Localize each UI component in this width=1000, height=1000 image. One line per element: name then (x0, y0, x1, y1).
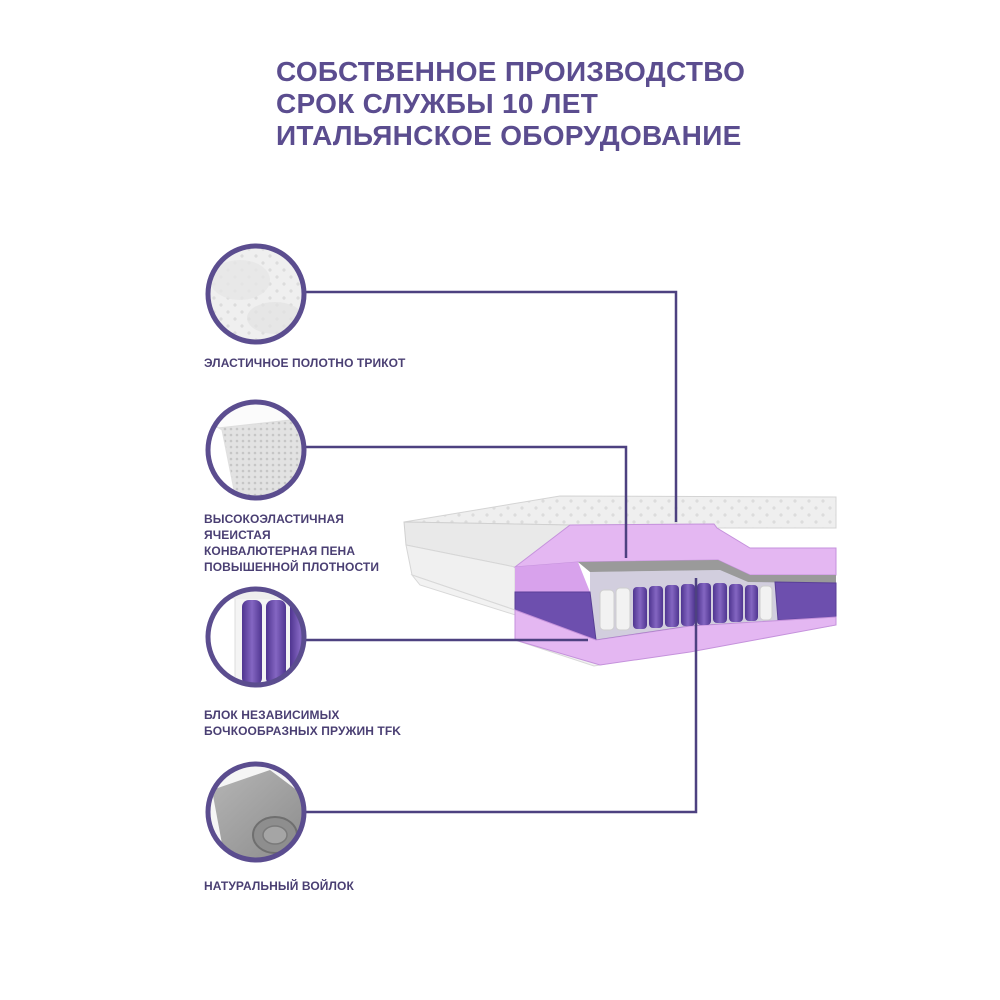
headline-line-2: СРОК СЛУЖБЫ 10 ЛЕТ (276, 88, 599, 119)
layer-label-line: ЭЛАСТИЧНОЕ ПОЛОТНО ТРИКОТ (204, 356, 406, 370)
spring-block (599, 583, 773, 631)
headline-line-3: ИТАЛЬЯНСКОЕ ОБОРУДОВАНИЕ (276, 120, 742, 151)
headline-line-1: СОБСТВЕННОЕ ПРОИЗВОДСТВО (276, 56, 746, 87)
layer-label-line: БЛОК НЕЗАВИСИМЫХ (204, 708, 340, 722)
layer-label-line: НАТУРАЛЬНЫЙ ВОЙЛОК (204, 879, 354, 893)
layer-label-felt: НАТУРАЛЬНЫЙ ВОЙЛОК (204, 878, 354, 894)
layer-label-line: БОЧКООБРАЗНЫХ ПРУЖИН TFK (204, 724, 402, 738)
foam-icon (205, 399, 307, 501)
layer-label-fabric: ЭЛАСТИЧНОЕ ПОЛОТНО ТРИКОТ (204, 355, 405, 371)
layer-label-springs: БЛОК НЕЗАВИСИМЫХ БОЧКООБРАЗНЫХ ПРУЖИН TF… (204, 707, 401, 739)
felt-roll-icon (205, 761, 307, 863)
headline: СОБСТВЕННОЕ ПРОИЗВОДСТВО СРОК СЛУЖБЫ 10 … (276, 56, 796, 152)
connector-lines (305, 290, 698, 814)
mattress (403, 495, 837, 667)
layer-label-line: ВЫСОКОЭЛАСТИЧНАЯ (204, 512, 344, 526)
springs-icon (205, 586, 307, 688)
layer-label-foam: ВЫСОКОЭЛАСТИЧНАЯ ЯЧЕИСТАЯ КОНВАЛЮТЕРНАЯ … (204, 511, 379, 575)
layer-label-line: ЯЧЕИСТАЯ (204, 528, 271, 542)
layer-label-line: ПОВЫШЕННОЙ ПЛОТНОСТИ (204, 560, 380, 574)
knit-fabric-icon (205, 243, 307, 345)
layer-label-line: КОНВАЛЮТЕРНАЯ ПЕНА (204, 544, 356, 558)
